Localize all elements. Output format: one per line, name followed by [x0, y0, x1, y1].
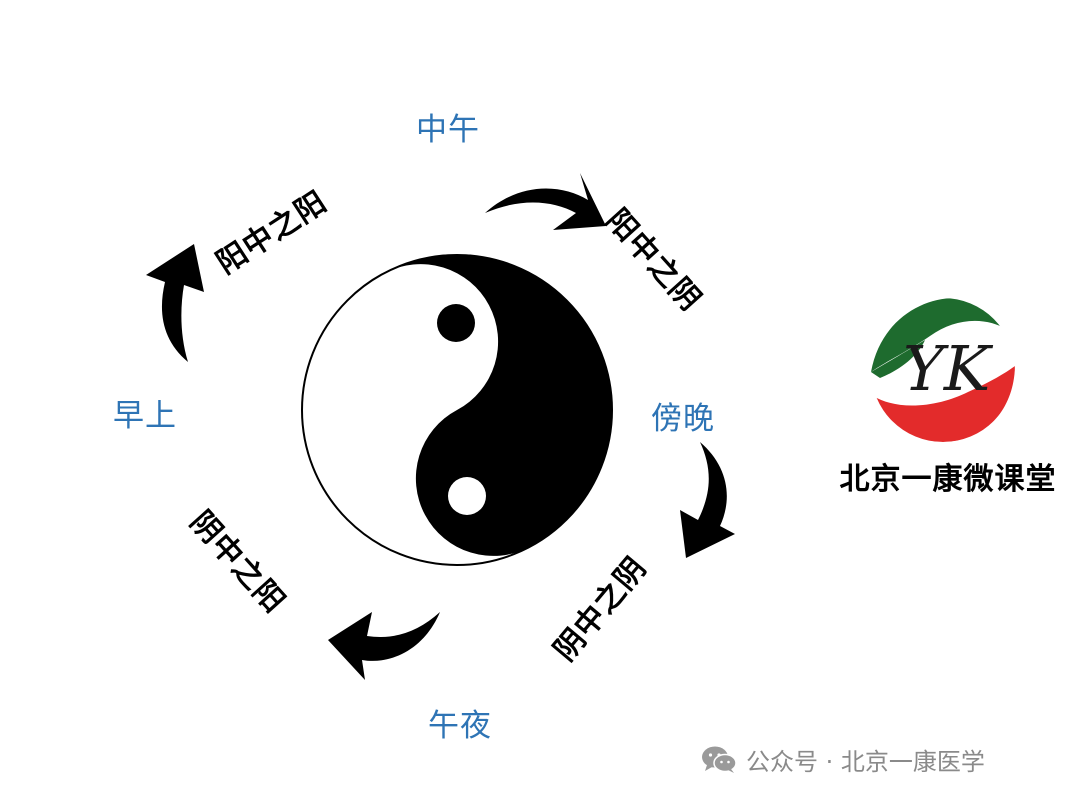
logo-letters: YK — [903, 332, 994, 405]
time-noon: 中午 — [416, 112, 480, 148]
taiji-symbol — [301, 254, 613, 566]
arrow-midnight-to-morning — [328, 612, 440, 680]
watermark-text: 公众号 · 北京一康医学 — [746, 747, 985, 776]
yin-eye — [448, 477, 486, 515]
wechat-icon — [702, 746, 737, 773]
time-evening: 傍晚 — [651, 401, 715, 437]
cycle-arrows — [146, 173, 735, 680]
brand-name: 北京一康微课堂 — [839, 462, 1057, 497]
arrow-morning-to-noon — [146, 244, 204, 362]
arrow-evening-to-midnight — [680, 442, 735, 558]
yin-half — [384, 255, 612, 556]
yk-logo: YK — [871, 298, 1015, 442]
yang-eye — [437, 304, 475, 342]
time-morning: 早上 — [113, 398, 177, 434]
time-midnight: 午夜 — [428, 708, 492, 744]
arrow-noon-to-evening — [485, 173, 606, 230]
watermark: 公众号 · 北京一康医学 — [700, 742, 985, 776]
